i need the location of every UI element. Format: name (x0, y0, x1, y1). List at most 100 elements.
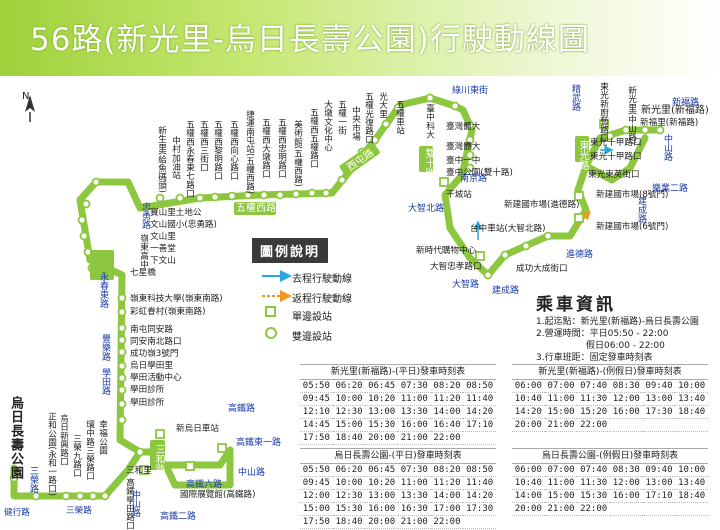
stop-s28: 新生里(給魚碼頭) (156, 126, 167, 193)
departure-time: 15:00 (332, 418, 366, 432)
stop-s35: 五權西大墩路口 (260, 118, 271, 179)
departure-time: 10:00 (332, 392, 366, 406)
stop-s49: 臺中科大 (424, 104, 435, 139)
stop-s61: 大智忠孝路口 (430, 262, 482, 272)
stop-s70: 新福里(新福路) (640, 118, 699, 128)
departure-time: 17:30 (463, 502, 496, 516)
departure-time: 17:50 (300, 431, 333, 445)
departure-time (675, 502, 708, 516)
stop-s66: 東光東英街口 (588, 170, 640, 180)
departure-time: 18:40 (332, 515, 366, 529)
departure-time: 05:50 (300, 464, 333, 477)
departure-time: 21:00 (397, 431, 431, 445)
departure-time: 09:45 (300, 476, 333, 490)
departure-time: 22:00 (577, 418, 610, 432)
departure-time: 11:00 (397, 392, 431, 406)
departure-time: 13:00 (642, 476, 676, 490)
stop-s15: 成功嶺3號門 (130, 349, 179, 359)
stop-s55: 臺中一中 (446, 156, 481, 166)
departure-time: 22:00 (430, 431, 464, 445)
info-title: 乘車資訊 (536, 295, 616, 315)
road-jiancheng2: 建成路 (492, 286, 520, 296)
departure-time: 06:00 (512, 380, 545, 393)
departure-time: 08:30 (609, 464, 643, 477)
departure-time: 12:30 (332, 489, 366, 503)
departure-time: 07:40 (577, 380, 610, 393)
title-banner (0, 0, 720, 76)
departure-time: 13:00 (642, 392, 676, 406)
departure-time: 20:00 (365, 431, 398, 445)
stop-s32: 五權西黎明路口 (212, 120, 223, 181)
stop-s13: 學田活動中心 (130, 373, 182, 383)
road-zhongshan-r: 中山路 (662, 134, 672, 161)
road-gaotie1: 高鐵東一路 (236, 438, 282, 448)
departure-time: 09:45 (300, 392, 333, 406)
road-xianbo: 健行路 (4, 508, 30, 518)
departure-time: 15:30 (332, 502, 366, 516)
departure-time: 07:40 (577, 464, 610, 477)
stop-s34: 捷運南屯站(五權西路) (244, 110, 255, 195)
departure-time: 09:40 (642, 380, 676, 393)
departure-time: 17:00 (430, 502, 464, 516)
departure-time: 21:00 (397, 515, 431, 529)
departure-time: 07:30 (397, 380, 431, 393)
stop-s64: 新建國市場(8號門) (596, 190, 669, 200)
departure-time: 12:10 (300, 405, 333, 419)
departure-time (675, 418, 708, 432)
road-gaotie6: 高鐵六路 (186, 480, 223, 490)
stop-s56: 臺中公園(雙十路) (446, 168, 513, 178)
departure-time (463, 515, 496, 529)
road-zhonghe: 豐樂路 (100, 334, 110, 361)
stop-s23: 文山里 (150, 232, 176, 242)
departure-time: 10:20 (365, 476, 398, 490)
road-xinfu: 新福路 (672, 98, 700, 108)
legend-inbound: 返程行駛動線 (292, 294, 352, 305)
departure-time: 15:00 (544, 405, 578, 419)
stop-s59: 新時代購物中心 (416, 246, 477, 256)
stop-s48: 五權車站 (394, 100, 405, 135)
departure-time: 20:00 (512, 502, 545, 516)
departure-time: 10:40 (512, 392, 545, 406)
road-sanheng: 三榮路 (66, 506, 92, 516)
departure-time: 17:10 (642, 489, 676, 503)
legend-single-stop: 單邊設站 (292, 312, 332, 323)
departure-time: 11:00 (544, 476, 578, 490)
stop-s1: 正和公園(永和一路口) (46, 412, 57, 497)
departure-time: 16:00 (365, 502, 398, 516)
stop-s14: 烏日學田里 (130, 361, 173, 371)
stop-s53: 臺灣體大 (446, 122, 481, 132)
road-luchuan: 綠川東街 (452, 86, 489, 96)
departure-time: 14:20 (463, 489, 496, 503)
departure-time: 11:40 (463, 476, 496, 490)
departure-time: 12:30 (332, 405, 366, 419)
stop-s19: 嶺東科技大學(嶺東南路) (130, 294, 223, 304)
stop-s25: 寶山里土地公 (150, 208, 202, 218)
departure-time: 05:50 (300, 380, 333, 393)
terminal-left: 烏日長壽公園 (8, 396, 23, 480)
departure-time: 13:30 (397, 405, 431, 419)
stop-s39: 五權西五權路口 (308, 108, 319, 169)
road-zhongshan: 中山路 (238, 468, 266, 478)
departure-time: 08:50 (463, 464, 496, 477)
departure-time: 14:00 (430, 489, 464, 503)
timetable-title: 新光里(新福路)-(例假日)發車時刻表 (512, 365, 708, 380)
departure-time: 08:20 (430, 380, 464, 393)
departure-time: 14:00 (512, 489, 545, 503)
departure-time (609, 418, 643, 432)
stop-s18: 彩虹眷村(嶺東南路) (130, 307, 206, 317)
stop-s38: 美術館(五權西路) (292, 120, 303, 187)
stop-s12b: 學田診所 (130, 385, 165, 395)
stop-s41: 五權一街 (336, 100, 347, 135)
departure-time: 16:00 (397, 418, 431, 432)
departure-time: 22:00 (577, 502, 610, 516)
road-gaotie: 高鐵路 (228, 404, 256, 414)
stop-s21: 下文山 (150, 256, 176, 266)
timetable-title: 新光里(新福路)-(平日)發車時刻表 (300, 365, 496, 380)
departure-time: 14:20 (463, 405, 496, 419)
stop-s31: 五權西三街口 (198, 120, 209, 172)
stop-s69: 東光新廚藝路口 (598, 82, 609, 143)
departure-time: 14:20 (512, 405, 545, 419)
departure-time: 11:20 (430, 392, 464, 406)
